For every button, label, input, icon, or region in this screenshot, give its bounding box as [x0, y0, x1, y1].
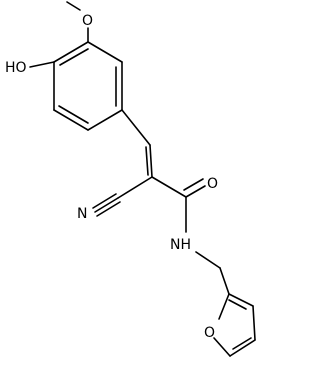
amide-nh-label: NH	[170, 237, 191, 253]
molecule-diagram: O HO O N NH	[5, 1, 256, 357]
hydroxyl-group: HO	[5, 60, 55, 76]
methyl-bond	[66, 1, 81, 11]
hydroxyl-bond	[29, 61, 55, 68]
amide-linker: NH	[170, 196, 230, 295]
methoxy-oxygen-label: O	[82, 13, 93, 29]
carbonyl-double-bond-a	[185, 185, 206, 198]
nitrile-triple-bond-2	[92, 193, 117, 209]
acrylamide-core: O	[121, 109, 218, 198]
nitrile-triple-bond-3	[96, 201, 121, 217]
furan-oxygen-label: O	[204, 325, 215, 341]
carbonyl-oxygen-label: O	[207, 176, 218, 192]
nh-methylene-bond	[195, 251, 221, 269]
ring-bond	[87, 41, 123, 63]
ring-inner-bond	[58, 105, 89, 124]
furan-c5-c4-inner-bond	[232, 337, 252, 350]
nitrile-carbon-bond	[117, 176, 153, 199]
methoxy-group: O	[66, 1, 93, 43]
ring-bond	[87, 109, 123, 131]
structure-svg: O HO O N NH	[5, 1, 256, 357]
alkene-inner-bond	[145, 146, 149, 176]
carbonyl-double-bond-b	[183, 178, 204, 191]
furan-c3-c2-bond	[228, 293, 254, 307]
methylene-furan-bond	[219, 267, 230, 295]
furan-c2-o-bond	[218, 293, 230, 320]
furan-c5-c4-bond	[229, 339, 256, 357]
hydroxyl-label: HO	[5, 60, 27, 76]
benzene-ring	[53, 41, 123, 131]
ring-bond	[53, 41, 89, 63]
carbonyl-carbon-bond	[151, 176, 187, 198]
ring-bond	[53, 109, 89, 131]
furan-ring: O	[204, 293, 256, 357]
furan-c4-c3-bond	[252, 305, 256, 341]
ring-inner-bond	[59, 48, 89, 66]
nitrile-group: N	[77, 176, 153, 222]
nitrile-triple-bond-1	[94, 197, 119, 213]
furan-o-c5-bond	[213, 337, 231, 357]
alkene-bond	[149, 144, 153, 178]
vinyl-bond	[121, 109, 151, 146]
furan-c3-c2-inner-bond	[228, 299, 247, 310]
nitrile-nitrogen-label: N	[77, 206, 87, 222]
